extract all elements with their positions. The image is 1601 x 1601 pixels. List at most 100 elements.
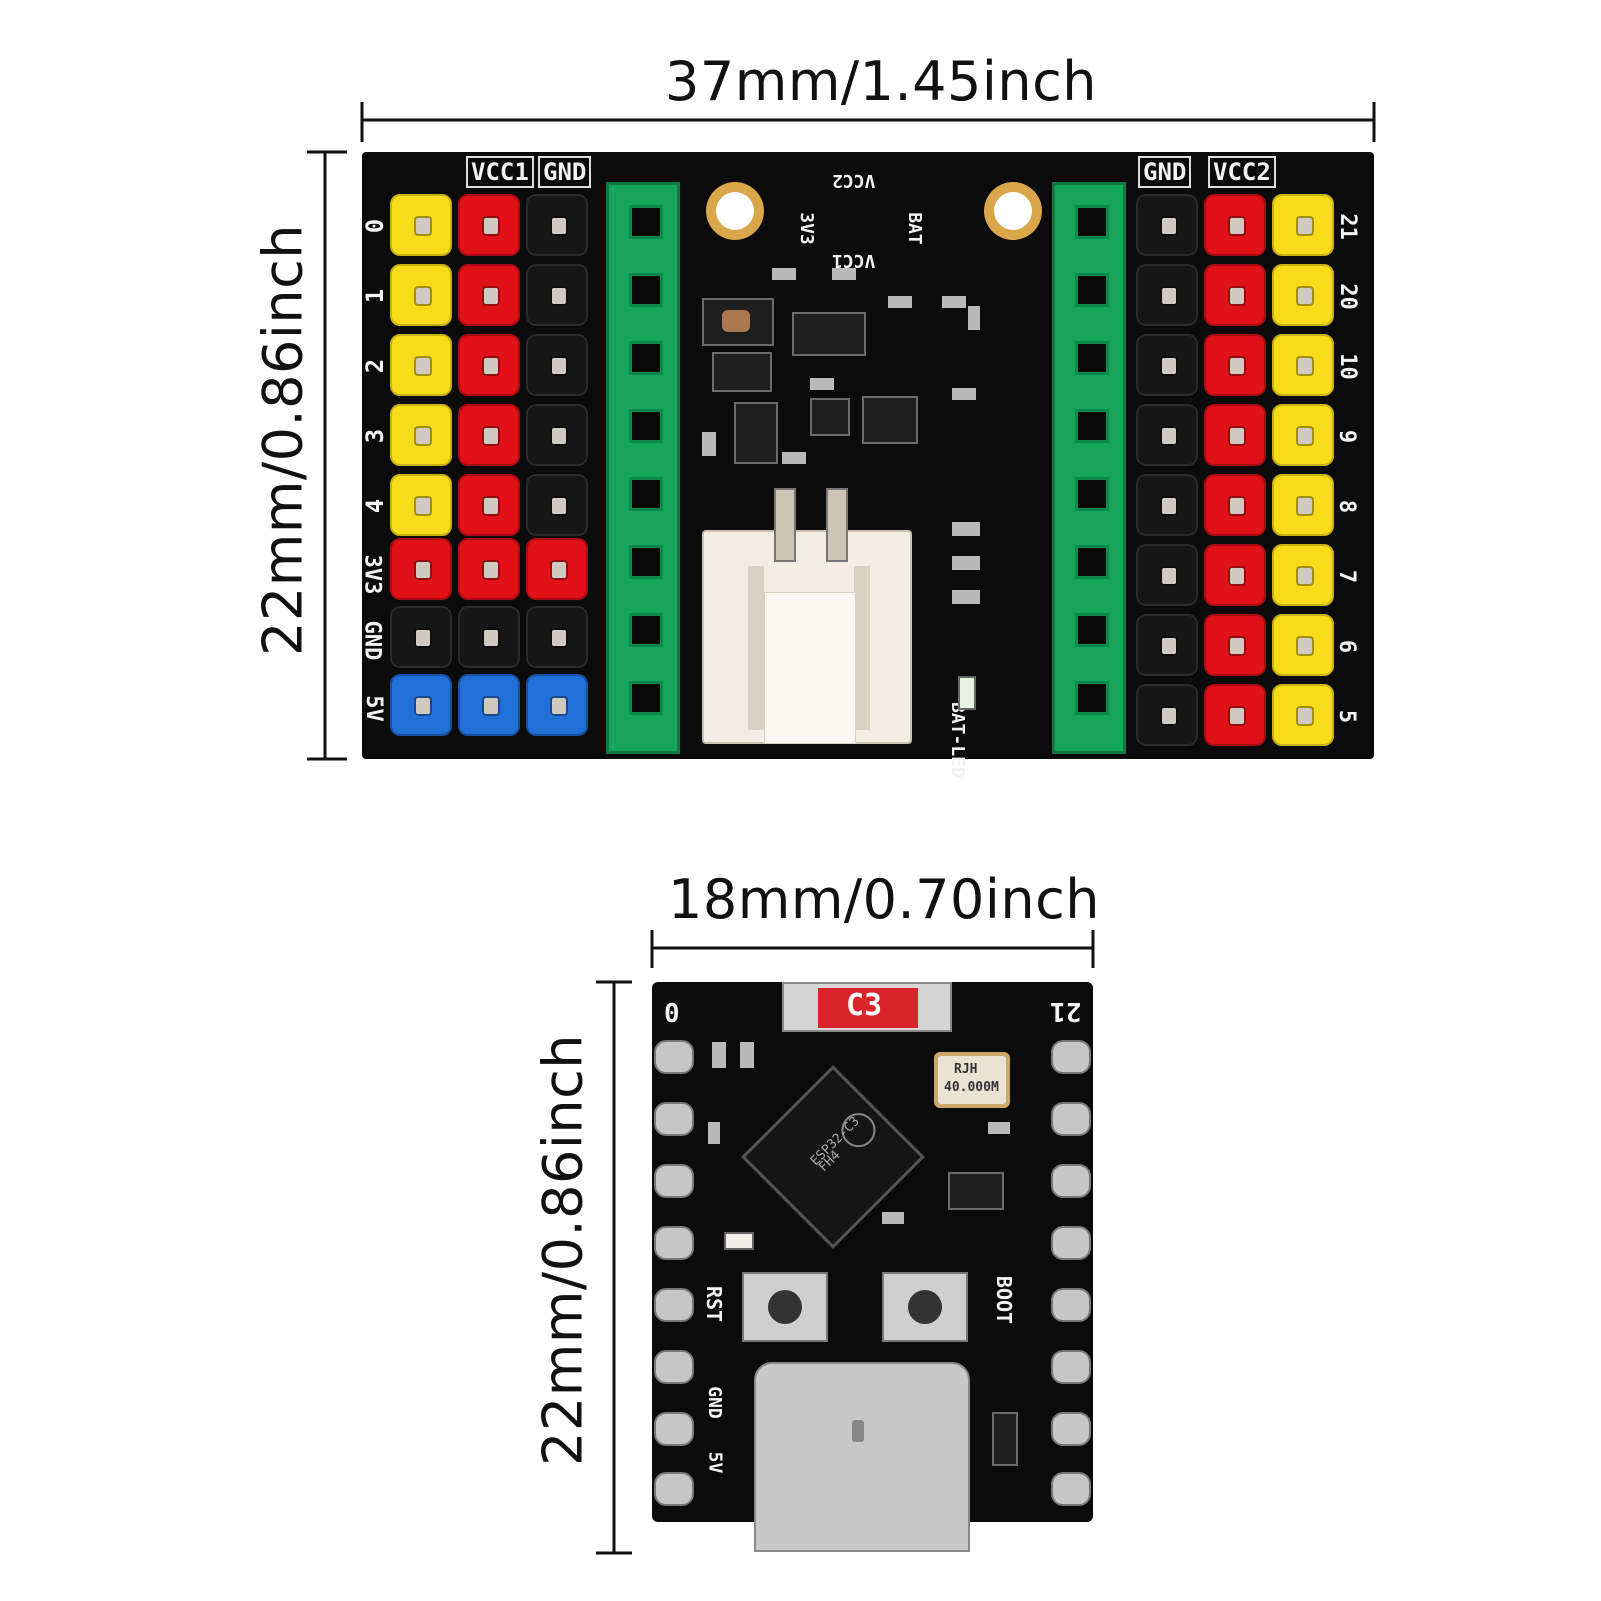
expansion-board: VCC1 GND GND VCC2 0 1 2 3 4 3V3 GND 5V — [359, 152, 1374, 778]
rail-pin-5v — [390, 674, 452, 736]
header-pin — [458, 334, 520, 396]
pin-num-0: 0 — [361, 218, 390, 234]
castellated-pad — [654, 1164, 694, 1198]
label-vcc2-center: VCC2 — [832, 170, 876, 191]
bottom-width-label: 18mm/0.70inch — [668, 868, 1100, 931]
label-bat-center: BAT — [903, 212, 925, 245]
boot-label: BOOT — [992, 1275, 1017, 1325]
label-3v3-center: 3V3 — [795, 212, 817, 245]
header-pin — [1204, 474, 1266, 536]
pin-num-10: 10 — [1334, 353, 1360, 380]
regulator — [948, 1172, 1004, 1210]
header-pin — [526, 404, 588, 466]
usb-c-port[interactable] — [754, 1362, 970, 1552]
smd-resistor — [740, 1042, 754, 1068]
rst-label: RST — [702, 1285, 727, 1323]
rst-button[interactable] — [742, 1272, 828, 1342]
header-pin — [458, 404, 520, 466]
header-pin — [1204, 614, 1266, 676]
rail-label-gnd: GND — [359, 620, 385, 661]
header-pin — [390, 264, 452, 326]
smd-resistor — [702, 432, 716, 456]
smd-resistor — [810, 378, 834, 390]
castellated-pad — [654, 1040, 694, 1074]
castellated-pad — [1051, 1412, 1091, 1446]
label-gnd-right: GND — [1138, 156, 1192, 188]
corner-label-0: 0 — [664, 996, 680, 1026]
smd-chip — [712, 352, 772, 392]
smd-chip — [862, 396, 918, 444]
smd-resistor — [772, 268, 796, 280]
header-pin — [526, 264, 588, 326]
header-pin — [1136, 404, 1198, 466]
pin-num-5: 5 — [1334, 709, 1360, 724]
battery-connector — [702, 530, 912, 744]
header-pin — [1272, 404, 1334, 466]
label-vcc2: VCC2 — [1208, 156, 1276, 188]
bottom-height-label: 22mm/0.86inch — [531, 1034, 595, 1466]
castellated-pad — [654, 1472, 694, 1506]
header-pin — [1204, 404, 1266, 466]
female-socket-left — [606, 182, 680, 754]
female-socket-right — [1052, 182, 1126, 754]
mcu-board: C3 0 21 RJH 40.000M ESP32-C3 FH4 RST BOO… — [652, 982, 1093, 1552]
pin-num-3: 3 — [361, 428, 390, 444]
smd-chip — [792, 312, 866, 356]
smd-resistor — [782, 452, 806, 464]
pin-num-20: 20 — [1334, 283, 1360, 310]
pin-num-6: 6 — [1334, 639, 1360, 654]
gnd-label: GND — [703, 1386, 725, 1419]
connector-pin — [774, 488, 796, 562]
5v-label: 5V — [704, 1451, 726, 1474]
header-pin — [526, 334, 588, 396]
boot-button[interactable] — [882, 1272, 968, 1342]
top-width-label: 37mm/1.45inch — [665, 50, 1097, 113]
rail-label-3v3: 3V3 — [359, 554, 385, 595]
smd-resistor — [942, 296, 966, 308]
rail-pin-5v — [458, 674, 520, 736]
smd-resistor — [952, 388, 976, 400]
rail-pin-5v — [526, 674, 588, 736]
rail-pin-gnd — [390, 606, 452, 668]
smd-resistor — [882, 1212, 904, 1224]
header-pin — [458, 474, 520, 536]
castellated-pad — [1051, 1288, 1091, 1322]
castellated-pad — [654, 1412, 694, 1446]
header-pin — [1136, 544, 1198, 606]
castellated-pad — [1051, 1226, 1091, 1260]
smd-resistor — [988, 1122, 1010, 1134]
castellated-pad — [654, 1226, 694, 1260]
castellated-pad — [1051, 1350, 1091, 1384]
pin-num-21: 21 — [1334, 213, 1360, 240]
bat-led-label: BAT-LED — [947, 702, 968, 778]
status-led — [724, 1232, 754, 1250]
mounting-hole — [706, 182, 764, 240]
header-pin — [1136, 334, 1198, 396]
castellated-pad — [654, 1288, 694, 1322]
pin-num-1: 1 — [361, 288, 390, 304]
crystal-text-1: RJH — [954, 1062, 978, 1077]
smd-chip — [810, 398, 850, 436]
smd-resistor — [712, 1042, 726, 1068]
header-pin — [1136, 474, 1198, 536]
header-pin — [1204, 264, 1266, 326]
castellated-pad — [1051, 1102, 1091, 1136]
header-pin — [526, 194, 588, 256]
header-pin — [458, 264, 520, 326]
corner-label-21: 21 — [1050, 996, 1082, 1026]
header-pin — [1136, 194, 1198, 256]
castellated-pad — [1051, 1040, 1091, 1074]
header-pin — [1272, 334, 1334, 396]
rail-pin-3v3 — [526, 538, 588, 600]
pin-num-2: 2 — [361, 358, 390, 374]
inductor — [702, 298, 774, 346]
pin-num-9: 9 — [1334, 429, 1360, 444]
smd-resistor — [952, 556, 980, 570]
rail-pin-3v3 — [458, 538, 520, 600]
crystal — [934, 1052, 1010, 1108]
header-pin — [458, 194, 520, 256]
header-pin — [1272, 264, 1334, 326]
rail-pin-gnd — [458, 606, 520, 668]
header-pin — [1272, 194, 1334, 256]
header-pin — [390, 194, 452, 256]
